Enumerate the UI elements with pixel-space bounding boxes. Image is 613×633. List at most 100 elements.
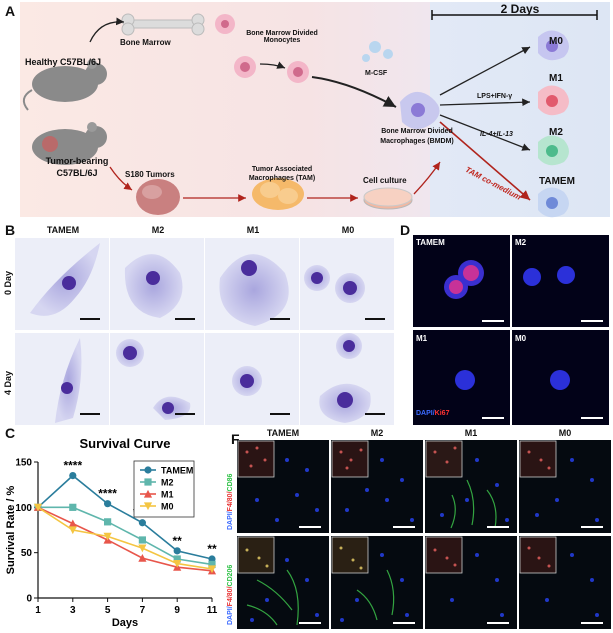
x-tick-label: 5 (105, 605, 111, 616)
panel-f-row2-cd206: CD206 (227, 564, 234, 587)
data-point-m1 (138, 554, 147, 562)
mcsf-label: M-CSF (365, 70, 388, 77)
legend-label-m0: M0 (161, 502, 174, 512)
panel-b-row-4day: 4 Day (3, 370, 13, 395)
panel-label-d: D (400, 222, 411, 238)
legend-marker-tamem (144, 466, 152, 474)
tam-tissue-icon (252, 178, 304, 210)
panel-f-row2-slash: / (227, 586, 234, 589)
cell-culture-label: Cell culture (363, 176, 407, 185)
panel-d-tile-m2: M2 (515, 238, 527, 247)
healthy-mouse-icon (22, 59, 107, 111)
data-point-m1 (68, 519, 77, 528)
panel-f-row1-dapi: DAPI/ (227, 511, 234, 530)
x-axis-label: Days (112, 617, 138, 629)
scale-bar (175, 413, 195, 415)
bone-icon (121, 13, 205, 36)
panel-label-a: A (5, 3, 16, 19)
significance-label: ** (207, 542, 217, 556)
data-point-m0 (138, 544, 147, 553)
data-point-m0 (173, 559, 182, 568)
panel-label-f: F (231, 431, 240, 447)
significance-label: ** (173, 534, 183, 548)
panel-b-col-m2: M2 (151, 225, 165, 235)
significance-label: **** (63, 459, 82, 473)
tumor-mouse-label: Tumor-bearing C57BL/6J (32, 155, 122, 179)
panel-d-tile-m0: M0 (515, 334, 527, 343)
panel-b-col-m1: M1 (246, 225, 260, 235)
y-tick-label: 150 (15, 458, 32, 469)
data-point-m0 (207, 565, 217, 574)
bmdm-label: Bone Marrow Divided Macrophages (BMDM) (362, 127, 472, 147)
panel-f-row1-cd86: CD86 (227, 473, 234, 492)
bmdm-label-line2: Macrophages (BMDM) (380, 138, 454, 145)
m1-output-label: M1 (549, 73, 563, 84)
panel-f-row1-stain: DAPI/F4/80/CD86 (227, 474, 234, 530)
data-point-m2 (104, 518, 112, 526)
panel-f-row2-f480: F4/80 (227, 588, 234, 607)
bmdm-cells-icon (400, 91, 440, 129)
bmdm-label-line1: Bone Marrow Divided (381, 128, 453, 135)
series-line-tamem (37, 474, 213, 560)
panel-f-fluorescence (237, 440, 611, 629)
data-point-m0 (103, 532, 112, 541)
bone-marrow-label: Bone Marrow (120, 38, 171, 47)
data-point-m2 (173, 555, 181, 563)
m2-cell-icon (538, 135, 569, 166)
scale-bar (365, 318, 385, 320)
y-tick-label: 50 (21, 548, 33, 559)
data-point-tamem (208, 555, 216, 563)
x-tick-label: 9 (174, 605, 180, 616)
scale-bar (482, 417, 504, 419)
panel-f-col-m1: M1 (464, 428, 478, 438)
tam-label: Tumor Associated Macrophages (TAM) (237, 165, 327, 183)
m2-output-label: M2 (549, 127, 563, 138)
panel-a-schematic (20, 2, 610, 218)
panel-b-row-0day: 0 Day (3, 270, 13, 295)
data-point-m2 (208, 560, 216, 569)
panel-f-row1-f480: F4/80 (227, 493, 234, 512)
data-point-m0 (68, 526, 77, 535)
tamem-output-label: TAMEM (539, 176, 575, 187)
m0-cell-icon (538, 30, 569, 61)
dapi-stain-label: DAPI/ (416, 410, 435, 417)
panel-f-col-tamem: TAMEM (266, 428, 300, 438)
panel-b-micrographs (15, 238, 394, 425)
data-point-m0 (33, 503, 43, 512)
panel-f-row1-slash: / (227, 491, 234, 494)
ki67-stain-label: Ki67 (434, 410, 450, 417)
monocyte-cells-icon (215, 14, 309, 83)
tumor-mouse-icon (32, 122, 107, 165)
data-point-m2 (69, 503, 77, 511)
m0-output-label: M0 (549, 36, 563, 47)
data-point-tamem (138, 519, 146, 527)
series-line-m2 (38, 506, 213, 566)
scale-bar (80, 413, 100, 415)
data-point-tamem (173, 547, 181, 555)
x-tick-label: 11 (207, 605, 218, 616)
panel-d-tile-tamem: TAMEM (416, 238, 445, 247)
legend-label-tamem: TAMEM (161, 466, 193, 476)
scale-bar (482, 320, 504, 322)
legend-marker-m1 (143, 489, 153, 498)
panel-f-row2-dapi: DAPI/ (227, 606, 234, 625)
x-tick-label: 1 (35, 605, 41, 616)
panel-b-col-tamem: TAMEM (46, 225, 80, 235)
panel-d-fluorescence (413, 235, 609, 425)
duration-label: 2 Days (500, 2, 540, 16)
y-tick-label: 100 (15, 503, 32, 514)
panel-a-bg-right (430, 2, 610, 217)
y-tick-label: 0 (26, 594, 32, 605)
scale-bar (581, 417, 603, 419)
scale-bar (270, 318, 290, 320)
mcsf-droplets-icon (362, 41, 393, 62)
legend-marker-m0 (143, 502, 153, 511)
scale-bar (270, 413, 290, 415)
legend-label-m2: M2 (161, 478, 174, 488)
scale-bar (80, 318, 100, 320)
data-point-tamem (69, 472, 77, 480)
legend-label-m1: M1 (161, 490, 174, 500)
tumor-mouse-label-line2: C57BL/6J (56, 168, 98, 178)
scale-bar (581, 320, 603, 322)
